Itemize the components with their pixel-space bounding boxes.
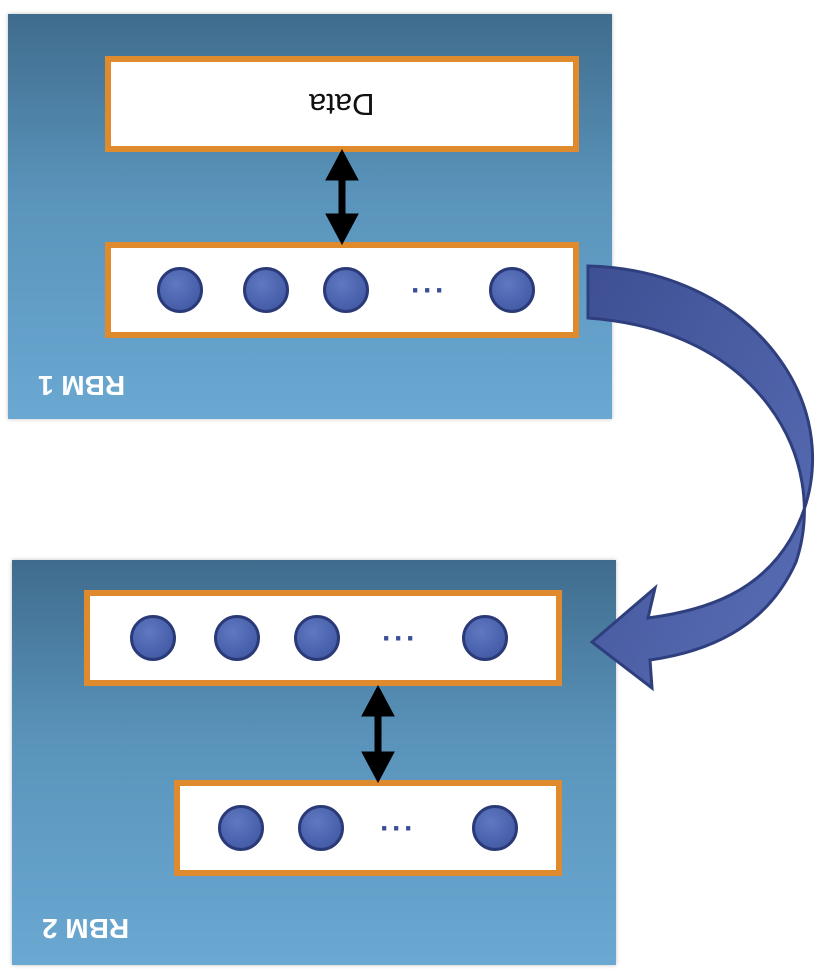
rbm1-double-arrow [325, 148, 359, 246]
data-layer-box: Data [105, 56, 579, 152]
rbm2-top-node-2 [214, 615, 260, 661]
rbm2-top-node-1 [130, 615, 176, 661]
rbm2-panel: ··· ··· RBM 2 [12, 560, 616, 965]
rbm2-top-layer-box: ··· [84, 590, 562, 686]
curved-transfer-arrow [586, 264, 815, 692]
rbm1-hidden-layer-box: ··· [105, 242, 579, 338]
rbm2-bottom-ellipsis: ··· [380, 812, 416, 845]
rbm1-panel: Data ··· RBM 1 [8, 14, 612, 419]
rbm2-top-node-n [462, 615, 508, 661]
rbm2-bottom-node-n [472, 805, 518, 851]
rbm1-node-1 [157, 267, 203, 313]
rbm1-node-2 [243, 267, 289, 313]
rbm1-node-3 [323, 267, 369, 313]
rbm2-double-arrow [361, 684, 395, 784]
rbm1-ellipsis: ··· [411, 274, 447, 307]
rbm2-bottom-layer-box: ··· [174, 780, 562, 876]
rbm2-top-node-3 [294, 615, 340, 661]
rbm2-top-ellipsis: ··· [382, 622, 418, 655]
rbm2-bottom-node-1 [218, 805, 264, 851]
rbm2-bottom-node-2 [298, 805, 344, 851]
rbm1-node-n [489, 267, 535, 313]
